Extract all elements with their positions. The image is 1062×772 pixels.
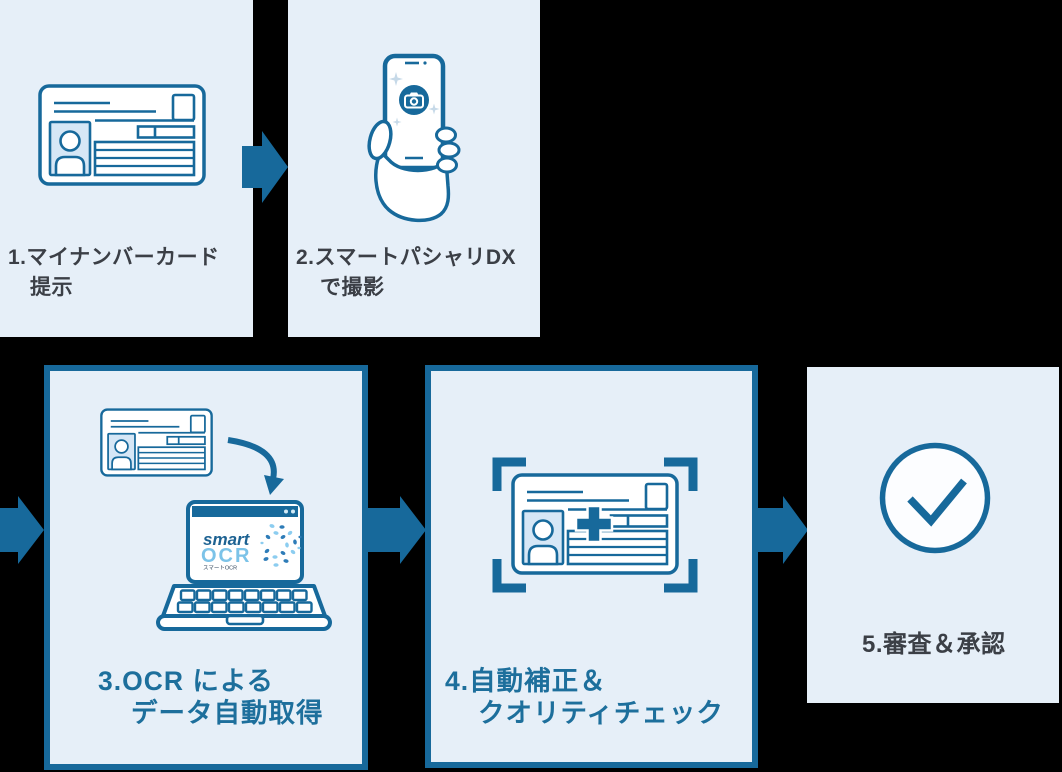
step-3-caption: 3.OCR による データ自動取得 [98, 665, 324, 729]
step-5-panel: 5.審査＆承認 [807, 367, 1059, 703]
arrow-right-icon [242, 131, 288, 203]
smartocr-logo-bottom-text: OCR [201, 545, 251, 567]
check-circle-icon [879, 442, 991, 554]
arrow-right-icon [0, 496, 44, 564]
laptop-smartocr-icon: smart OCR スマートOCR [156, 500, 332, 631]
id-card-small-icon [100, 408, 213, 477]
step-3-label-line2: データ自動取得 [131, 698, 324, 728]
step-5-label-line1: 5.審査＆承認 [862, 631, 1006, 658]
plus-crosshair-icon [574, 504, 614, 544]
step-3-label-line1: 3.OCR による [98, 666, 275, 696]
step-2-label-line1: 2.スマートパシャリDX [296, 246, 517, 269]
step-2-panel: 2.スマートパシャリDX で撮影 [288, 0, 540, 337]
step-5-caption: 5.審査＆承認 [862, 630, 1006, 660]
step-4-panel: 4.自動補正＆ クオリティチェック [425, 365, 758, 768]
hand-holding-smartphone-camera-icon [367, 53, 461, 223]
my-number-card-icon [38, 84, 206, 186]
logo-dot-burst [260, 524, 302, 567]
card-focus-crop-icon [492, 457, 698, 593]
smartocr-logo-top-text: smart [203, 530, 251, 549]
step-3-panel: smart OCR スマートOCR [44, 365, 368, 770]
step-1-label-line2: 提示 [30, 276, 73, 299]
step-4-label-line2: クオリティチェック [478, 698, 724, 728]
step-1-panel: 1.マイナンバーカード 提示 [0, 0, 253, 337]
arrow-right-icon [368, 496, 426, 564]
step-4-caption: 4.自動補正＆ クオリティチェック [445, 665, 724, 729]
step-2-caption: 2.スマートパシャリDX で撮影 [296, 243, 516, 303]
step-1-label-line1: 1.マイナンバーカード [8, 246, 220, 269]
step-1-caption: 1.マイナンバーカード 提示 [8, 243, 220, 303]
arrow-right-icon [758, 496, 808, 564]
step-4-label-line1: 4.自動補正＆ [445, 666, 607, 696]
curved-arrow-down-icon [227, 437, 284, 495]
laptop-keys [176, 589, 313, 614]
smartocr-logo-subtitle-text: スマートOCR [203, 565, 237, 572]
step-2-label-line2: で撮影 [320, 276, 385, 299]
